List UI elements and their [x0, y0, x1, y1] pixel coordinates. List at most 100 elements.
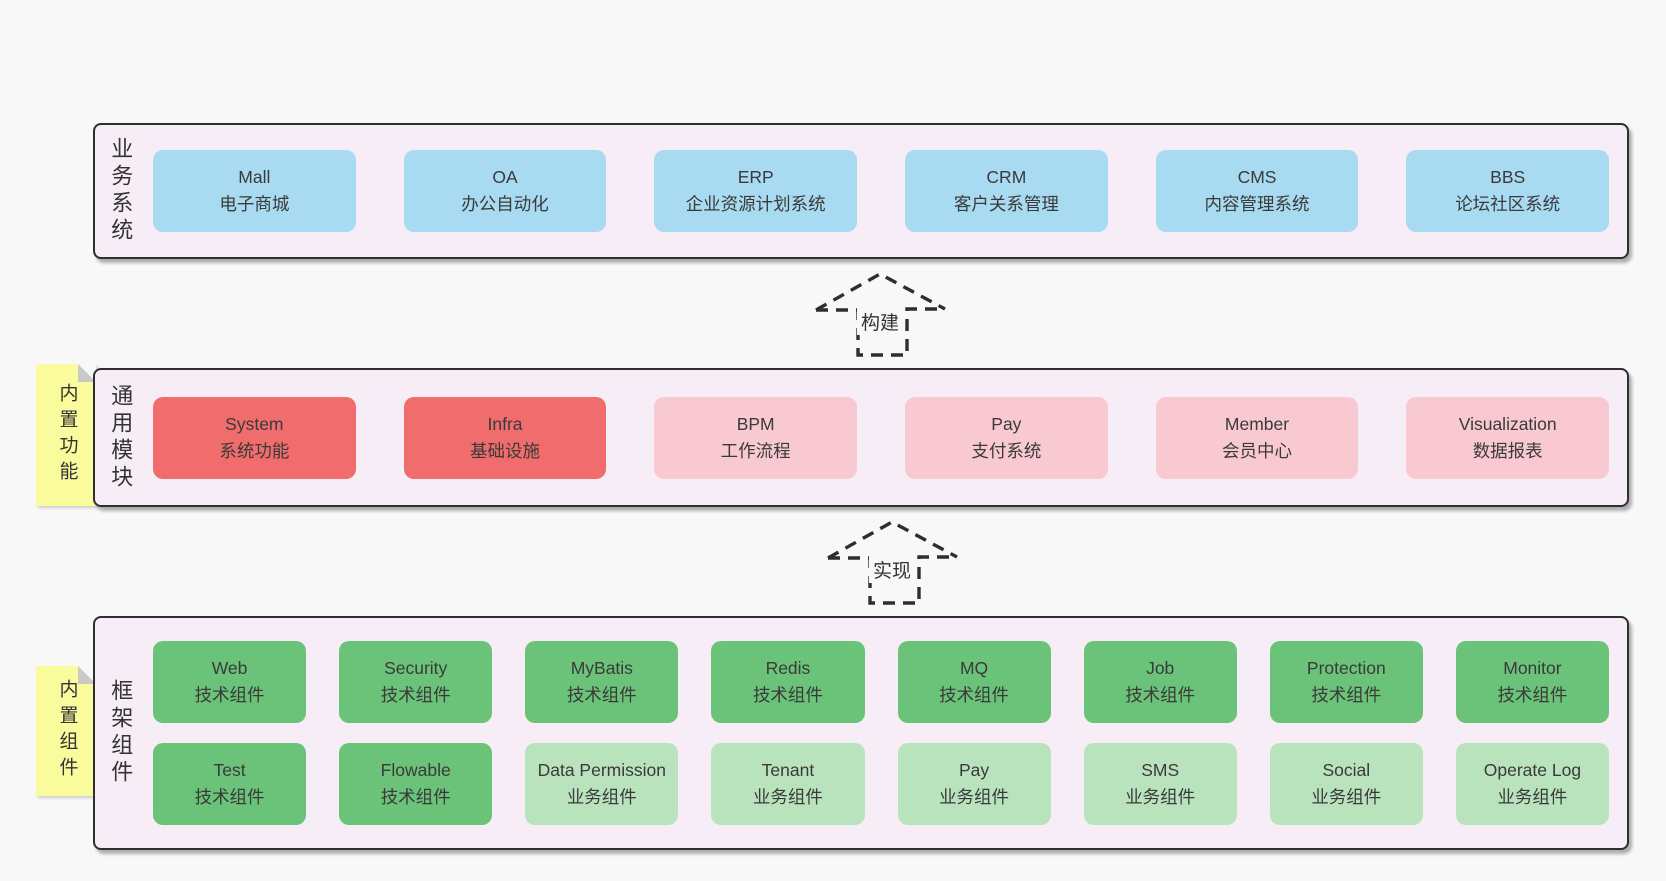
- module-box-bbs: BBS 论坛社区系统: [1406, 150, 1610, 232]
- module-box-row: System 系统功能 Infra 基础设施 BPM 工作流程 Pay 支付系统 Member 会…: [153, 396, 1610, 479]
- module-desc: 企业资源计划系统: [685, 194, 826, 214]
- module-desc: 技术组件: [1311, 685, 1382, 705]
- module-name: Redis: [765, 658, 811, 678]
- module-box-bpm: BPM 工作流程: [654, 396, 858, 479]
- module-desc: 技术组件: [752, 685, 823, 705]
- module-box-mq: MQ 技术组件: [897, 641, 1051, 723]
- module-box-test: Test 技术组件: [153, 743, 307, 825]
- dashed-up-arrow-icon: [815, 272, 946, 357]
- module-name: Test: [213, 760, 246, 780]
- module-box-web: Web 技术组件: [153, 641, 307, 723]
- module-box-mall: Mall 电子商城: [153, 150, 356, 232]
- module-desc: 业务组件: [752, 787, 823, 807]
- module-name: ERP: [737, 167, 774, 187]
- sticky-note-label: 内置组件: [56, 679, 78, 783]
- section-common-modules: 通用模块 System 系统功能 Infra 基础设施 BPM 工作流程 Pay 支付系统 Me…: [93, 368, 1629, 507]
- module-desc: 技术组件: [939, 685, 1010, 705]
- module-box-job: Job 技术组件: [1083, 641, 1237, 723]
- module-name: System: [225, 413, 284, 434]
- module-box-operate-log: Operate Log 业务组件: [1455, 743, 1609, 825]
- section-box-rows: Mall 电子商城 OA 办公自动化 ERP 企业资源计划系统 CRM 客户关系管理 CMS 内容…: [153, 125, 1610, 257]
- module-name: Job: [1146, 658, 1175, 678]
- module-box-pay: Pay 支付系统: [905, 396, 1108, 479]
- module-desc: 技术组件: [566, 685, 637, 705]
- module-name: Security: [384, 658, 448, 678]
- module-desc: 业务组件: [1125, 787, 1196, 807]
- module-box-row: Mall 电子商城 OA 办公自动化 ERP 企业资源计划系统 CRM 客户关系管理 CMS 内容…: [153, 150, 1610, 232]
- module-desc: 论坛社区系统: [1455, 194, 1561, 214]
- module-desc: 技术组件: [194, 685, 265, 705]
- module-box-tenant: Tenant 业务组件: [711, 743, 865, 825]
- module-name: CMS: [1237, 167, 1277, 187]
- module-name: Social: [1322, 760, 1371, 780]
- module-desc: 技术组件: [194, 787, 265, 807]
- module-name: MQ: [959, 658, 989, 678]
- module-box-mybatis: MyBatis 技术组件: [525, 641, 679, 723]
- module-desc: 基础设施: [470, 440, 540, 461]
- module-name: SMS: [1141, 760, 1180, 780]
- module-desc: 支付系统: [971, 440, 1042, 461]
- module-box-security: Security 技术组件: [339, 641, 493, 723]
- module-desc: 业务组件: [1311, 787, 1382, 807]
- module-box-system: System 系统功能: [153, 396, 356, 479]
- module-box-monitor: Monitor 技术组件: [1455, 641, 1609, 723]
- module-desc: 客户关系管理: [953, 194, 1059, 214]
- module-name: Tenant: [761, 760, 815, 780]
- module-name: Member: [1224, 413, 1290, 434]
- module-box-pay: Pay 业务组件: [897, 743, 1051, 825]
- module-box-redis: Redis 技术组件: [711, 641, 865, 723]
- module-name: Flowable: [380, 760, 451, 780]
- module-desc: 技术组件: [380, 787, 451, 807]
- module-name: Infra: [487, 413, 523, 434]
- module-desc: 技术组件: [380, 685, 451, 705]
- module-name: OA: [492, 167, 518, 187]
- module-name: Visualization: [1458, 413, 1557, 434]
- sticky-note-label: 内置功能: [56, 383, 78, 487]
- section-label: 通用模块: [108, 383, 134, 492]
- module-name: CRM: [986, 167, 1027, 187]
- module-box-cms: CMS 内容管理系统: [1155, 150, 1359, 232]
- module-name: BPM: [736, 413, 775, 434]
- module-name: BBS: [1490, 167, 1526, 187]
- module-desc: 技术组件: [1125, 685, 1196, 705]
- module-desc: 办公自动化: [461, 194, 549, 214]
- module-desc: 业务组件: [1497, 787, 1568, 807]
- module-desc: 会员中心: [1222, 440, 1293, 461]
- module-box-flowable: Flowable 技术组件: [339, 743, 493, 825]
- module-desc: 技术组件: [1497, 685, 1568, 705]
- sticky-note-builtin-features: 内置功能: [36, 364, 96, 506]
- section-label: 业务系统: [108, 137, 134, 245]
- module-name: Web: [211, 658, 248, 678]
- module-box-sms: SMS 业务组件: [1083, 743, 1237, 825]
- module-desc: 电子商城: [219, 194, 290, 214]
- dashed-up-arrow-icon: [827, 520, 958, 605]
- section-label: 框架组件: [108, 679, 134, 787]
- arrow-implement: 实现: [818, 516, 966, 608]
- arrow-label: 构建: [856, 308, 904, 335]
- section-box-rows: System 系统功能 Infra 基础设施 BPM 工作流程 Pay 支付系统 Member 会…: [153, 370, 1610, 505]
- module-name: Protection: [1306, 658, 1386, 678]
- module-desc: 业务组件: [939, 787, 1010, 807]
- module-box-infra: Infra 基础设施: [403, 396, 607, 479]
- arrow-build: 构建: [806, 268, 954, 360]
- module-desc: 内容管理系统: [1204, 194, 1310, 214]
- module-desc: 系统功能: [219, 440, 290, 461]
- module-name: Mall: [238, 167, 271, 187]
- module-name: Pay: [991, 413, 1022, 434]
- module-box-member: Member 会员中心: [1155, 396, 1359, 479]
- module-name: Operate Log: [1483, 760, 1582, 780]
- module-name: Pay: [958, 760, 990, 780]
- module-box-social: Social 业务组件: [1269, 743, 1423, 825]
- module-name: MyBatis: [570, 658, 633, 678]
- module-desc: 工作流程: [720, 440, 791, 461]
- module-box-protection: Protection 技术组件: [1269, 641, 1423, 723]
- module-desc: 业务组件: [566, 787, 637, 807]
- module-name: Monitor: [1503, 658, 1562, 678]
